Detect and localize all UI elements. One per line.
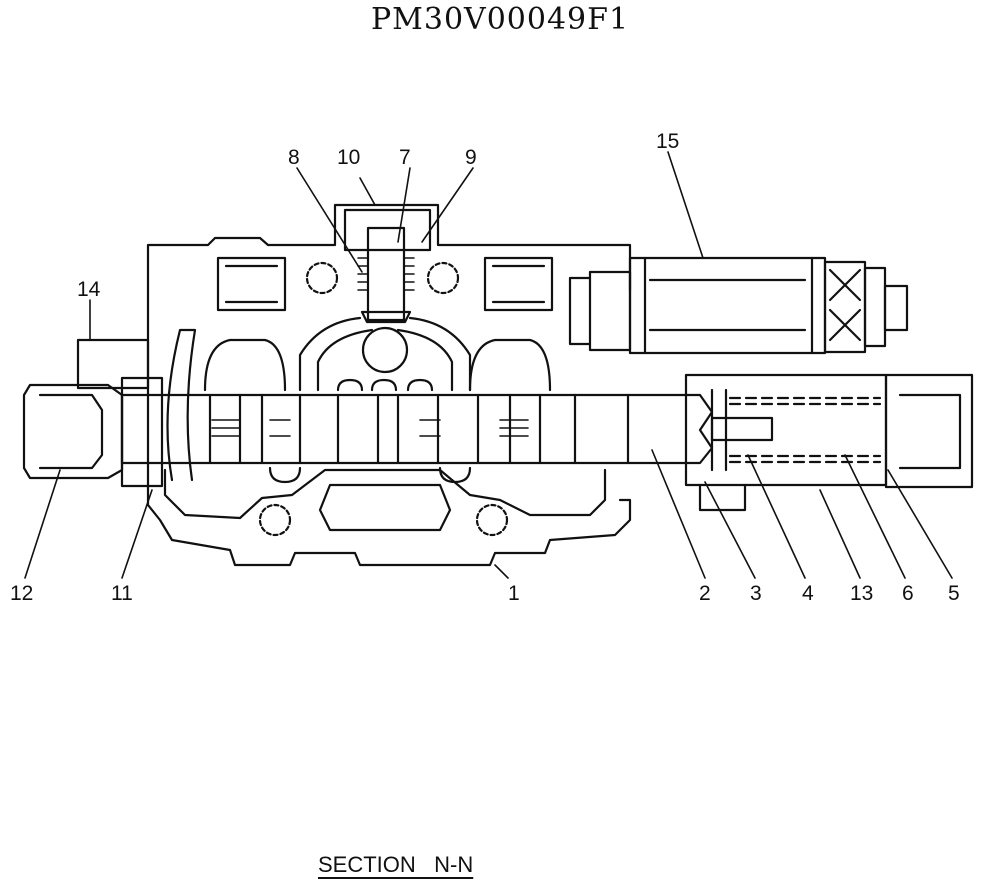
relief-threads [357, 257, 415, 291]
callout-11: 11 [111, 582, 133, 605]
lower-center-cavity [318, 483, 452, 532]
spool-grooves-upper [336, 378, 434, 392]
relief-seat [360, 310, 412, 324]
end-fitting-12-bore [38, 393, 104, 470]
spring-6-lower [728, 454, 882, 464]
pilot-port-14 [76, 338, 150, 390]
solenoid-nut [863, 266, 887, 348]
end-fitting-12 [22, 383, 124, 480]
spool-lands [208, 393, 630, 465]
spring-cap-end-bore [898, 393, 962, 470]
callout-5: 5 [948, 582, 960, 605]
callout-9: 9 [465, 146, 477, 169]
callout-6: 6 [902, 582, 914, 605]
section-caption: SECTION N-N [318, 852, 474, 877]
callout-labels: 8 10 7 9 15 14 12 11 1 2 3 4 13 6 5 [10, 130, 960, 605]
solenoid-body-15 [628, 256, 827, 355]
spool-notches [211, 419, 529, 437]
spring-cap-end-5 [884, 373, 974, 489]
callout-12: 12 [10, 582, 33, 605]
left-chamber [203, 338, 287, 392]
right-port-cavity [483, 256, 554, 312]
relief-plug-10 [343, 208, 432, 252]
drawing-title: PM30V00049F1 [370, 2, 630, 37]
callout-7: 7 [399, 146, 411, 169]
leader-lines [24, 151, 953, 579]
bolt-holes [258, 261, 509, 537]
solenoid-housing-lines [643, 256, 814, 355]
callout-13: 13 [850, 582, 873, 605]
lower-passage [166, 328, 197, 482]
callout-14: 14 [77, 278, 101, 301]
left-port-cavity [216, 256, 287, 312]
cap-bolt-3 [698, 483, 747, 512]
spring-guide [710, 416, 774, 442]
spool-grooves-lower [268, 466, 472, 484]
callout-1: 1 [508, 582, 520, 605]
spring-6-upper [728, 396, 882, 406]
valve-body [146, 203, 632, 567]
right-chamber [468, 338, 552, 392]
solenoid-coil-cross [828, 268, 862, 342]
solenoid-adapter [568, 270, 632, 352]
center-passage-left [298, 316, 374, 392]
spring-cap-13 [684, 373, 888, 487]
center-ball [361, 326, 409, 374]
solenoid-connector [883, 284, 909, 332]
callout-15: 15 [656, 130, 679, 153]
valve-body-inner-contour [163, 468, 607, 520]
callout-8: 8 [288, 146, 300, 169]
center-passage-right [396, 316, 472, 392]
callout-4: 4 [802, 582, 814, 605]
callout-3: 3 [750, 582, 762, 605]
callout-2: 2 [699, 582, 711, 605]
callout-10: 10 [337, 146, 360, 169]
spring-retainer-4 [710, 388, 728, 472]
spool [120, 393, 714, 465]
